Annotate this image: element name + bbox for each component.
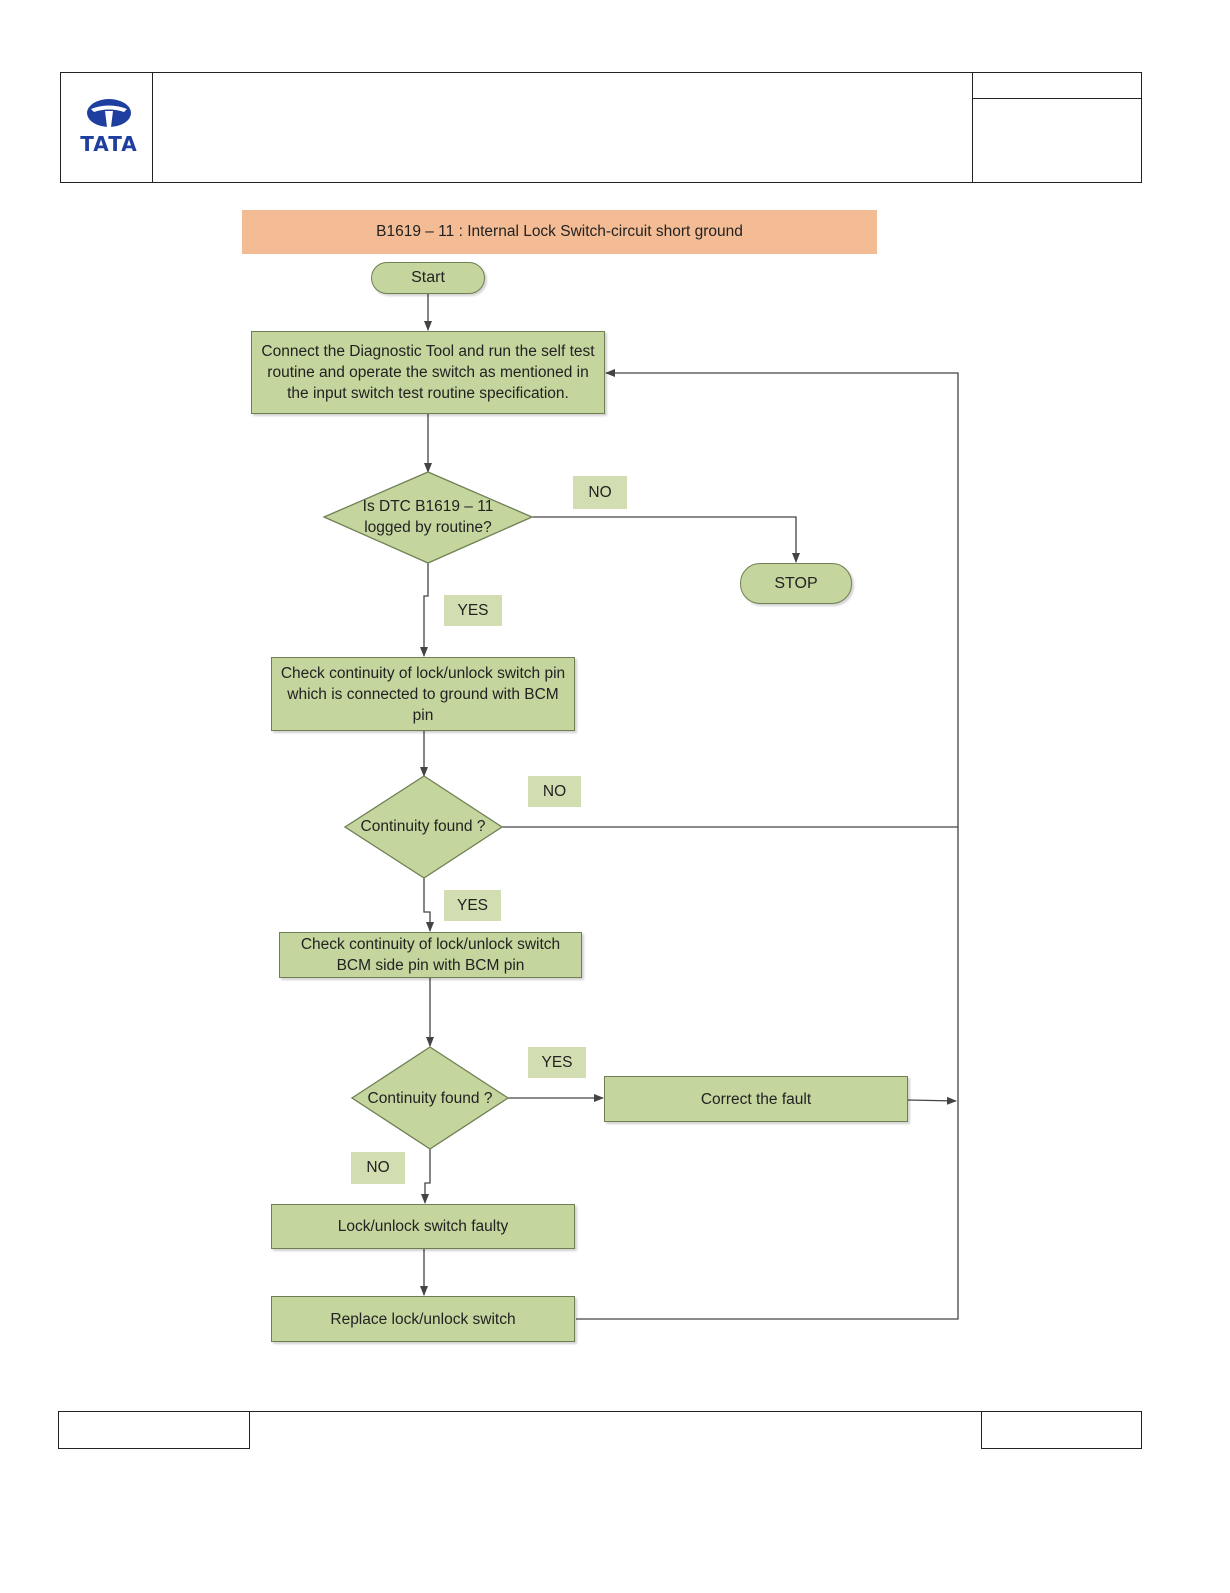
footer-left-box xyxy=(58,1411,250,1449)
header-right-cell xyxy=(972,72,1142,183)
edge-replace-to-loop xyxy=(576,1101,959,1320)
logo-wordmark: TATA xyxy=(80,132,138,156)
process-check-bcm-side: Check continuity of lock/unlock switch B… xyxy=(279,932,582,978)
header-table xyxy=(60,72,1142,183)
start-terminal: Start xyxy=(371,262,485,294)
process-check-ground: Check continuity of lock/unlock switch p… xyxy=(271,657,575,731)
process-replace-switch: Replace lock/unlock switch xyxy=(271,1296,575,1342)
header-logo-cell xyxy=(60,72,153,183)
edge-cont1-yes-to-check-bcm xyxy=(423,878,434,932)
label-cont2-yes: YES xyxy=(528,1047,586,1078)
decision-continuity-1-label: Continuity found ? xyxy=(360,817,486,835)
edge-correct-to-loop xyxy=(907,1096,957,1105)
stop-terminal: STOP xyxy=(740,563,852,604)
label-cont1-no: NO xyxy=(528,776,581,807)
process-correct-fault: Correct the fault xyxy=(604,1076,908,1122)
decision-dtc-label: Is DTC B1619 – 11 logged by routine? xyxy=(362,498,494,536)
header-right-divider xyxy=(972,98,1142,99)
decision-dtc-shape xyxy=(322,471,534,564)
label-dtc-no: NO xyxy=(573,476,627,509)
footer-right-box xyxy=(981,1411,1142,1449)
edge-dtc-no-to-stop xyxy=(532,516,800,563)
decision-continuity-2-shape xyxy=(350,1046,510,1150)
edge-cont2-no-to-faulty xyxy=(421,1149,431,1204)
tata-emblem-icon xyxy=(87,99,131,127)
decision-continuity-2-label: Continuity found ? xyxy=(367,1089,493,1107)
label-cont2-no: NO xyxy=(351,1152,405,1184)
decision-continuity-1-shape xyxy=(343,775,504,879)
edge-dtc-yes-to-check-ground xyxy=(420,563,429,657)
label-cont1-yes: YES xyxy=(444,890,501,921)
process-connect-tool: Connect the Diagnostic Tool and run the … xyxy=(251,331,605,414)
flowchart-title: B1619 – 11 : Internal Lock Switch-circui… xyxy=(242,210,877,254)
label-dtc-yes: YES xyxy=(444,595,502,626)
footer-divider xyxy=(250,1411,981,1412)
tata-logo: TATA xyxy=(78,98,140,156)
process-switch-faulty: Lock/unlock switch faulty xyxy=(271,1204,575,1249)
edge-loop-back-to-connect xyxy=(605,369,959,1101)
